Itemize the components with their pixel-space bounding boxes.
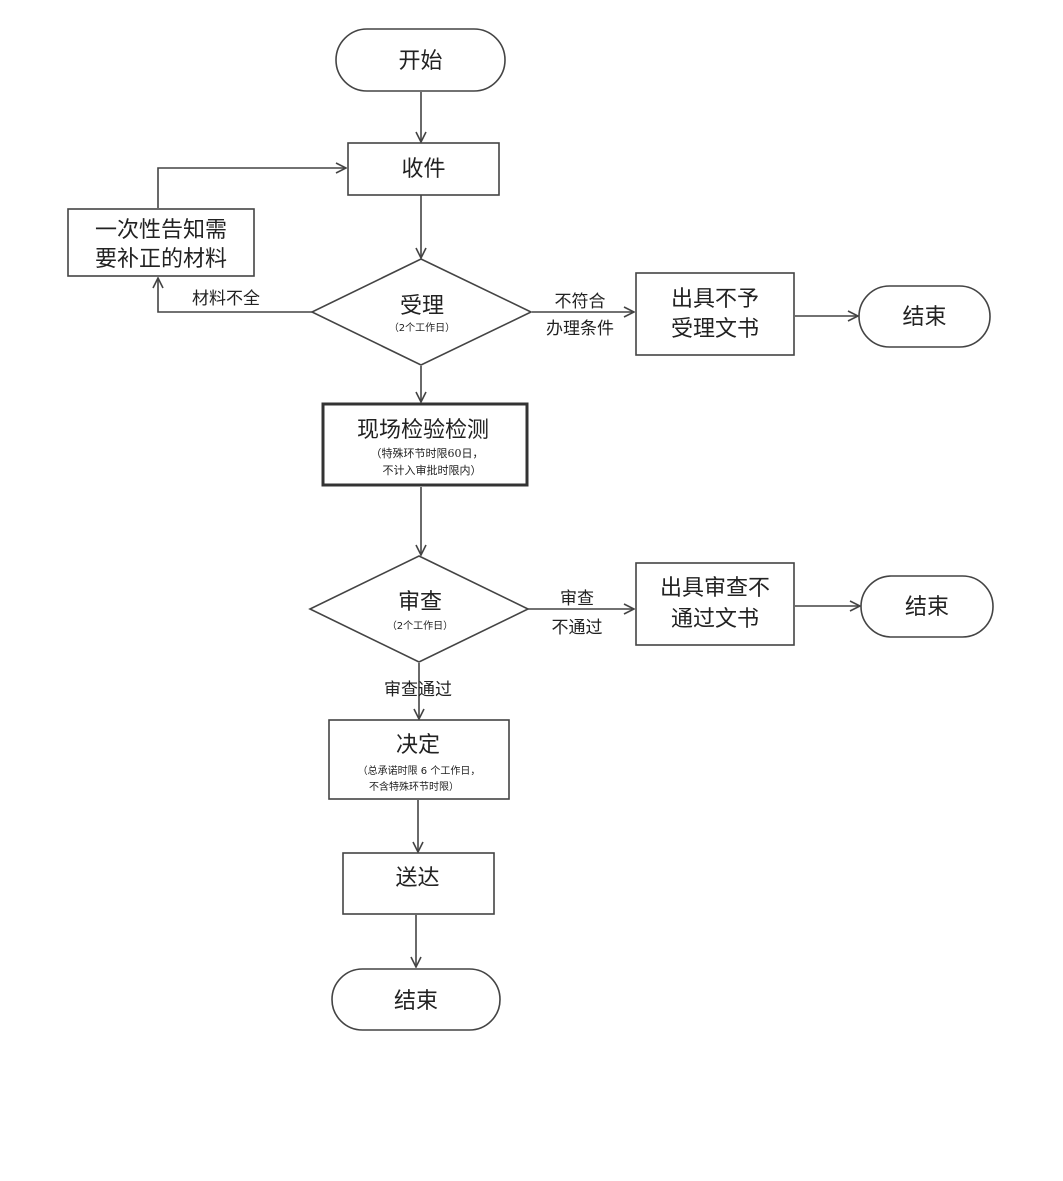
fail-doc-node: 出具审查不 通过文书 [635, 562, 795, 646]
inspect-title: 现场检验检测 [357, 418, 489, 443]
end-reject-node: 结束 [858, 285, 991, 348]
end-fail-node: 结束 [860, 575, 994, 638]
decide-note-line1: （总承诺时限 6 个工作日， [358, 764, 481, 777]
review-note: （2个工作日） [387, 620, 453, 632]
start-node: 开始 [335, 28, 506, 92]
end-reject-label: 结束 [902, 305, 946, 330]
reject-doc-node: 出具不予 受理文书 [635, 272, 795, 356]
review-node: 审查 （2个工作日） [308, 555, 530, 663]
receive-node: 收件 [347, 142, 500, 196]
accept-title: 受理 [400, 294, 444, 319]
notify-label-line2: 要补正的材料 [95, 247, 227, 272]
decide-title: 决定 [396, 733, 440, 758]
deliver-node: 送达 [342, 852, 495, 915]
edge-label-review-pass: 审查通过 [384, 680, 452, 700]
edge-label-incomplete: 材料不全 [192, 289, 260, 309]
arrow-notify-to-receive [157, 168, 346, 208]
decide-note-line2: 不含特殊环节时限） [369, 780, 459, 793]
receive-label: 收件 [401, 157, 445, 182]
deliver-label: 送达 [395, 866, 439, 891]
edge-label-not-qualified-line1: 不符合 [555, 292, 606, 312]
accept-note: （2个工作日） [389, 322, 455, 334]
inspect-note-line1: （特殊环节时限60日， [371, 446, 484, 460]
fail-doc-line1: 出具审查不 [660, 576, 770, 601]
inspect-note-line2: 不计入审批时限内） [383, 463, 482, 477]
inspect-node: 现场检验检测 （特殊环节时限60日， 不计入审批时限内） [321, 402, 529, 487]
edge-label-review-fail-line1: 审查 [560, 589, 594, 609]
arrow-accept-to-notify [158, 278, 312, 313]
end-fail-label: 结束 [905, 595, 949, 620]
end-final-label: 结束 [394, 989, 438, 1014]
decide-node: 决定 （总承诺时限 6 个工作日， 不含特殊环节时限） [328, 719, 510, 800]
start-label: 开始 [398, 49, 442, 74]
fail-doc-line2: 通过文书 [671, 607, 759, 632]
notify-node: 一次性告知需 要补正的材料 [67, 208, 255, 277]
review-title: 审查 [398, 590, 442, 615]
edge-label-not-qualified-line2: 办理条件 [546, 319, 614, 339]
connectors [158, 92, 860, 967]
end-final-node: 结束 [331, 968, 501, 1031]
reject-doc-line1: 出具不予 [671, 287, 759, 312]
notify-label-line1: 一次性告知需 [95, 218, 227, 243]
edge-label-review-fail-line2: 不通过 [552, 618, 603, 638]
accept-node: 受理 （2个工作日） [310, 258, 533, 366]
reject-doc-line2: 受理文书 [671, 317, 759, 342]
